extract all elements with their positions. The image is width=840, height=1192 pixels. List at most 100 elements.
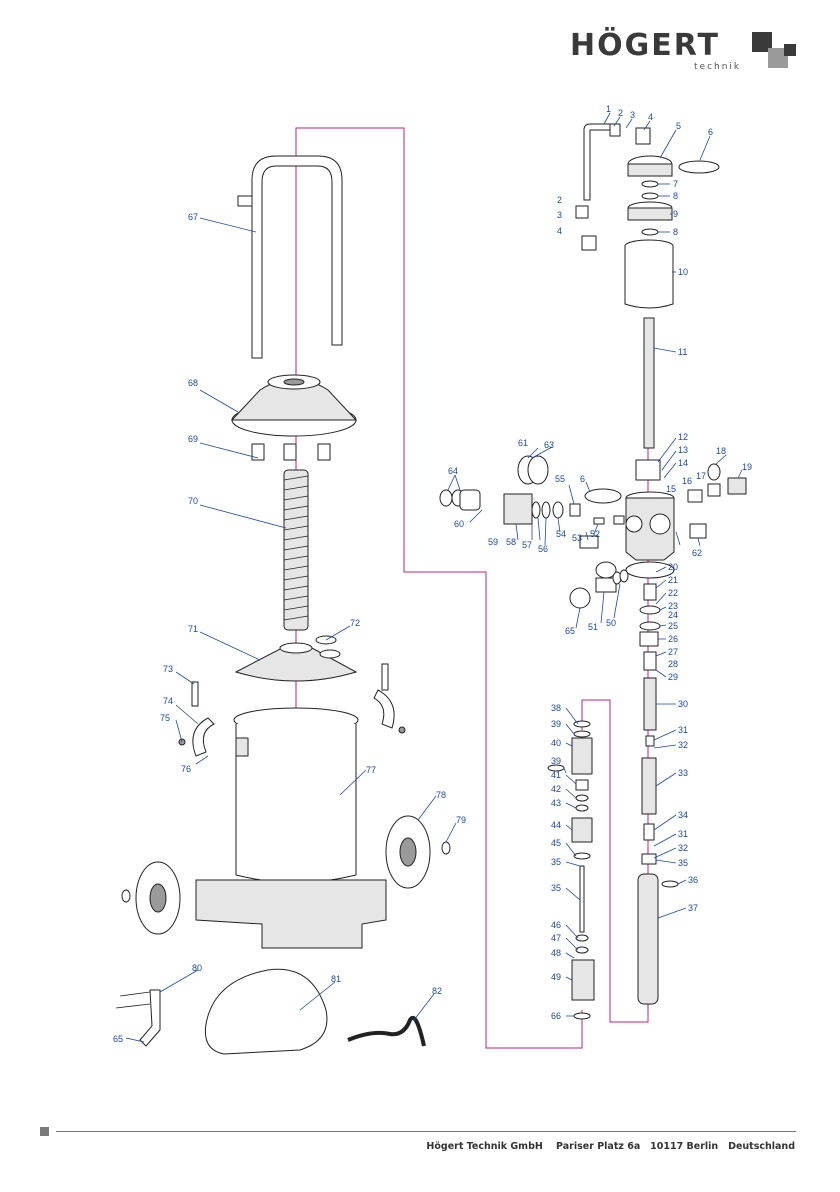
label-43: 43 <box>551 798 561 808</box>
label-61: 61 <box>518 438 528 448</box>
label-31: 31 <box>678 725 688 735</box>
follower-plate <box>234 635 358 682</box>
label-4b: 4 <box>557 226 562 236</box>
label-30: 30 <box>678 699 688 709</box>
label-32b: 32 <box>678 843 688 853</box>
label-15: 15 <box>666 484 676 494</box>
label-24: 24 <box>668 610 678 620</box>
label-40: 40 <box>551 738 561 748</box>
label-53: 53 <box>572 533 582 543</box>
label-39b: 39 <box>551 756 561 766</box>
label-76: 76 <box>181 764 191 774</box>
label-26: 26 <box>668 634 678 644</box>
label-49: 49 <box>551 972 561 982</box>
label-10: 10 <box>678 267 688 277</box>
label-3: 3 <box>630 110 635 120</box>
label-36: 36 <box>688 875 698 885</box>
brand-logo-icon <box>752 32 796 68</box>
label-37: 37 <box>688 903 698 913</box>
lid <box>230 374 358 461</box>
label-9: 9 <box>673 209 678 219</box>
label-66: 66 <box>551 1011 561 1021</box>
label-75: 75 <box>160 713 170 723</box>
label-14: 14 <box>678 458 688 468</box>
label-55: 55 <box>555 474 565 484</box>
label-65b: 65 <box>113 1034 123 1044</box>
label-46: 46 <box>551 920 561 930</box>
label-42: 42 <box>551 784 561 794</box>
label-74: 74 <box>163 696 173 706</box>
container <box>233 707 359 883</box>
label-70: 70 <box>188 496 198 506</box>
label-59: 59 <box>488 537 498 547</box>
label-69: 69 <box>188 434 198 444</box>
label-19: 19 <box>742 462 752 472</box>
label-28: 28 <box>668 659 678 669</box>
handle <box>237 155 343 359</box>
label-25: 25 <box>668 621 678 631</box>
label-2b: 2 <box>557 195 562 205</box>
label-11: 11 <box>678 347 687 357</box>
valve-parts <box>439 455 629 609</box>
label-57: 57 <box>522 540 532 550</box>
label-58: 58 <box>506 537 516 547</box>
label-6b: 6 <box>580 474 585 484</box>
pump-upper <box>575 123 720 449</box>
pump-body <box>584 459 747 671</box>
label-63: 63 <box>544 440 554 450</box>
label-8b: 8 <box>673 227 678 237</box>
footer-square <box>40 1127 49 1136</box>
label-81: 81 <box>331 974 341 984</box>
label-77: 77 <box>366 765 376 775</box>
label-1: 1 <box>606 104 611 114</box>
label-13: 13 <box>678 445 688 455</box>
label-6: 6 <box>708 127 713 137</box>
label-45: 45 <box>551 838 561 848</box>
label-17: 17 <box>696 471 706 481</box>
label-35c: 35 <box>551 883 561 893</box>
label-67: 67 <box>188 212 198 222</box>
label-73: 73 <box>163 664 173 674</box>
label-54: 54 <box>556 529 566 539</box>
label-4: 4 <box>648 112 653 122</box>
label-35: 35 <box>678 858 688 868</box>
label-32: 32 <box>678 740 688 750</box>
label-12: 12 <box>678 432 688 442</box>
label-56: 56 <box>538 544 548 554</box>
label-39: 39 <box>551 719 561 729</box>
brand-logo-word: HÖGERT <box>570 28 720 63</box>
label-47: 47 <box>551 933 561 943</box>
label-78: 78 <box>436 790 446 800</box>
clamps <box>178 663 406 757</box>
label-22: 22 <box>668 588 678 598</box>
label-52: 52 <box>590 529 600 539</box>
label-62: 62 <box>692 548 702 558</box>
exploded-parts-diagram: 1 2 3 4 5 6 2 3 4 7 8 9 8 10 11 12 13 14… <box>113 104 752 1055</box>
label-79: 79 <box>456 815 466 825</box>
trolley <box>121 815 451 949</box>
label-7: 7 <box>673 179 678 189</box>
label-35b: 35 <box>551 857 561 867</box>
label-5: 5 <box>676 121 681 131</box>
label-71: 71 <box>188 624 198 634</box>
label-34: 34 <box>678 810 688 820</box>
label-65: 65 <box>565 626 575 636</box>
accessories <box>115 968 426 1055</box>
label-2: 2 <box>618 108 623 118</box>
leader-lines <box>125 112 743 1043</box>
label-48: 48 <box>551 948 561 958</box>
label-80: 80 <box>192 963 202 973</box>
spring <box>283 469 309 631</box>
label-68: 68 <box>188 378 198 388</box>
label-8: 8 <box>673 191 678 201</box>
label-64: 64 <box>448 466 458 476</box>
label-27: 27 <box>668 647 678 657</box>
label-23: 23 <box>668 601 678 611</box>
pump-lower <box>547 677 679 1020</box>
label-44: 44 <box>551 820 561 830</box>
label-60: 60 <box>454 519 464 529</box>
label-38: 38 <box>551 703 561 713</box>
label-16: 16 <box>682 476 692 486</box>
label-18: 18 <box>716 446 726 456</box>
